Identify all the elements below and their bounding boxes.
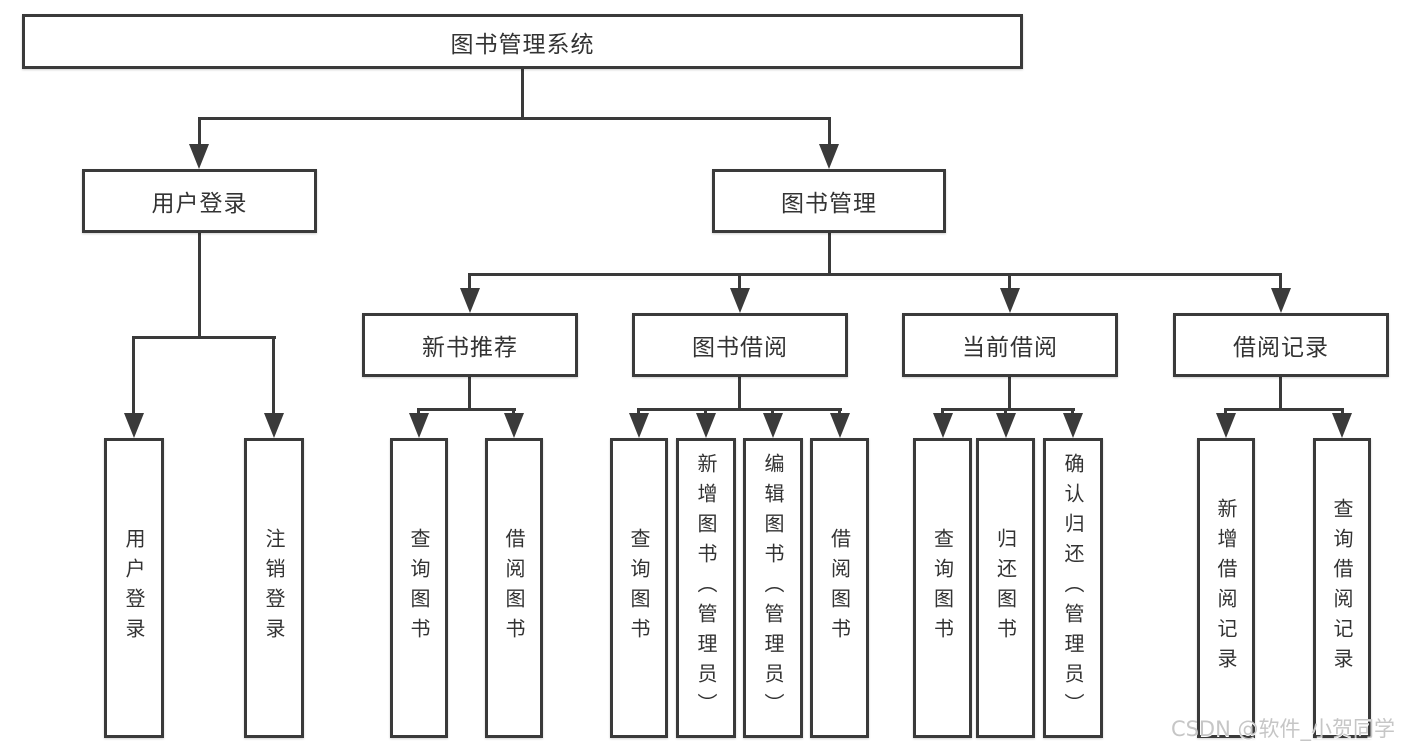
leaf-borrow-books-label: 借阅图书 — [502, 528, 526, 648]
arrow-down-icon — [629, 413, 649, 438]
node-book-borrow: 图书借阅 — [632, 313, 848, 377]
connector — [417, 408, 420, 416]
arrow-down-icon — [1332, 413, 1352, 438]
connector — [1224, 408, 1344, 411]
arrow-down-icon — [409, 413, 429, 438]
connector — [838, 408, 841, 416]
connector — [941, 408, 1075, 411]
arrow-down-icon — [504, 413, 524, 438]
connector — [512, 408, 515, 416]
leaf-user-login: 用户登录 — [104, 438, 164, 738]
arrow-down-icon — [1216, 413, 1236, 438]
leaf-edit-books-admin-label: 编辑图书（管理员） — [761, 453, 785, 723]
connector — [828, 232, 831, 276]
node-current-borrow-label: 当前借阅 — [962, 335, 1058, 361]
connector — [1004, 408, 1007, 416]
leaf-borrow-books-2-label: 借阅图书 — [827, 528, 852, 648]
leaf-confirm-return-admin-label: 确认归还（管理员） — [1061, 453, 1085, 723]
connector — [468, 273, 1282, 276]
leaf-add-books-admin: 新增图书（管理员） — [676, 438, 736, 738]
node-user-login-label: 用户登录 — [151, 191, 248, 217]
connector — [1279, 377, 1282, 411]
leaf-query-borrow-record: 查询借阅记录 — [1313, 438, 1371, 738]
arrow-down-icon — [996, 413, 1016, 438]
connector — [941, 408, 944, 416]
connector — [132, 336, 276, 339]
connector — [1341, 408, 1344, 416]
connector — [828, 117, 831, 148]
connector — [272, 336, 275, 416]
arrow-down-icon — [933, 413, 953, 438]
connector — [637, 408, 842, 411]
connector — [1279, 273, 1282, 291]
leaf-query-books-3: 查询图书 — [913, 438, 972, 738]
leaf-query-books-2-label: 查询图书 — [627, 528, 651, 648]
connector — [198, 232, 201, 339]
arrow-down-icon — [1000, 288, 1020, 313]
connector — [521, 68, 524, 120]
arrow-down-icon — [830, 413, 850, 438]
connector — [1008, 377, 1011, 411]
arrow-down-icon — [264, 413, 284, 438]
connector — [468, 377, 471, 411]
leaf-borrow-books-2: 借阅图书 — [810, 438, 869, 738]
leaf-confirm-return-admin: 确认归还（管理员） — [1043, 438, 1103, 738]
leaf-return-books-label: 归还图书 — [993, 528, 1018, 648]
leaf-add-borrow-record: 新增借阅记录 — [1197, 438, 1255, 738]
arrow-down-icon — [1271, 288, 1291, 313]
leaf-add-borrow-record-label: 新增借阅记录 — [1214, 498, 1238, 678]
leaf-user-login-label: 用户登录 — [122, 528, 146, 648]
arrow-down-icon — [763, 413, 783, 438]
connector — [738, 377, 741, 411]
arrow-down-icon — [124, 413, 144, 438]
leaf-query-books-label: 查询图书 — [407, 528, 431, 648]
connector — [1008, 273, 1011, 291]
node-new-book-recommend: 新书推荐 — [362, 313, 578, 377]
node-root: 图书管理系统 — [22, 14, 1023, 69]
connector — [198, 117, 831, 120]
connector — [468, 273, 471, 291]
node-user-login: 用户登录 — [82, 169, 317, 233]
connector — [704, 408, 707, 416]
leaf-logout: 注销登录 — [244, 438, 304, 738]
node-book-management: 图书管理 — [712, 169, 946, 233]
arrow-down-icon — [460, 288, 480, 313]
arrow-down-icon — [1063, 413, 1083, 438]
node-book-management-label: 图书管理 — [781, 191, 877, 217]
connector — [198, 117, 201, 148]
leaf-query-books-2: 查询图书 — [610, 438, 668, 738]
connector — [771, 408, 774, 416]
leaf-add-books-admin-label: 新增图书（管理员） — [694, 453, 718, 723]
node-root-label: 图书管理系统 — [450, 31, 595, 58]
arrow-down-icon — [696, 413, 716, 438]
leaf-borrow-books: 借阅图书 — [485, 438, 543, 738]
leaf-logout-label: 注销登录 — [262, 528, 286, 648]
node-current-borrow: 当前借阅 — [902, 313, 1118, 377]
connector — [132, 336, 135, 416]
leaf-query-books-3-label: 查询图书 — [930, 528, 955, 648]
connector — [417, 408, 516, 411]
leaf-query-borrow-record-label: 查询借阅记录 — [1330, 498, 1354, 678]
connector — [1071, 408, 1074, 416]
node-book-borrow-label: 图书借阅 — [692, 335, 788, 361]
arrow-down-icon — [730, 288, 750, 313]
leaf-return-books: 归还图书 — [976, 438, 1035, 738]
node-borrow-record: 借阅记录 — [1173, 313, 1389, 377]
node-borrow-record-label: 借阅记录 — [1233, 335, 1329, 361]
node-new-book-recommend-label: 新书推荐 — [422, 335, 518, 361]
csdn-watermark: CSDN @软件_小贺同学 — [1170, 717, 1395, 741]
connector — [1224, 408, 1227, 416]
connector — [738, 273, 741, 291]
arrow-down-icon — [819, 144, 839, 169]
arrow-down-icon — [189, 144, 209, 169]
connector — [637, 408, 640, 416]
leaf-edit-books-admin: 编辑图书（管理员） — [743, 438, 803, 738]
leaf-query-books: 查询图书 — [390, 438, 448, 738]
